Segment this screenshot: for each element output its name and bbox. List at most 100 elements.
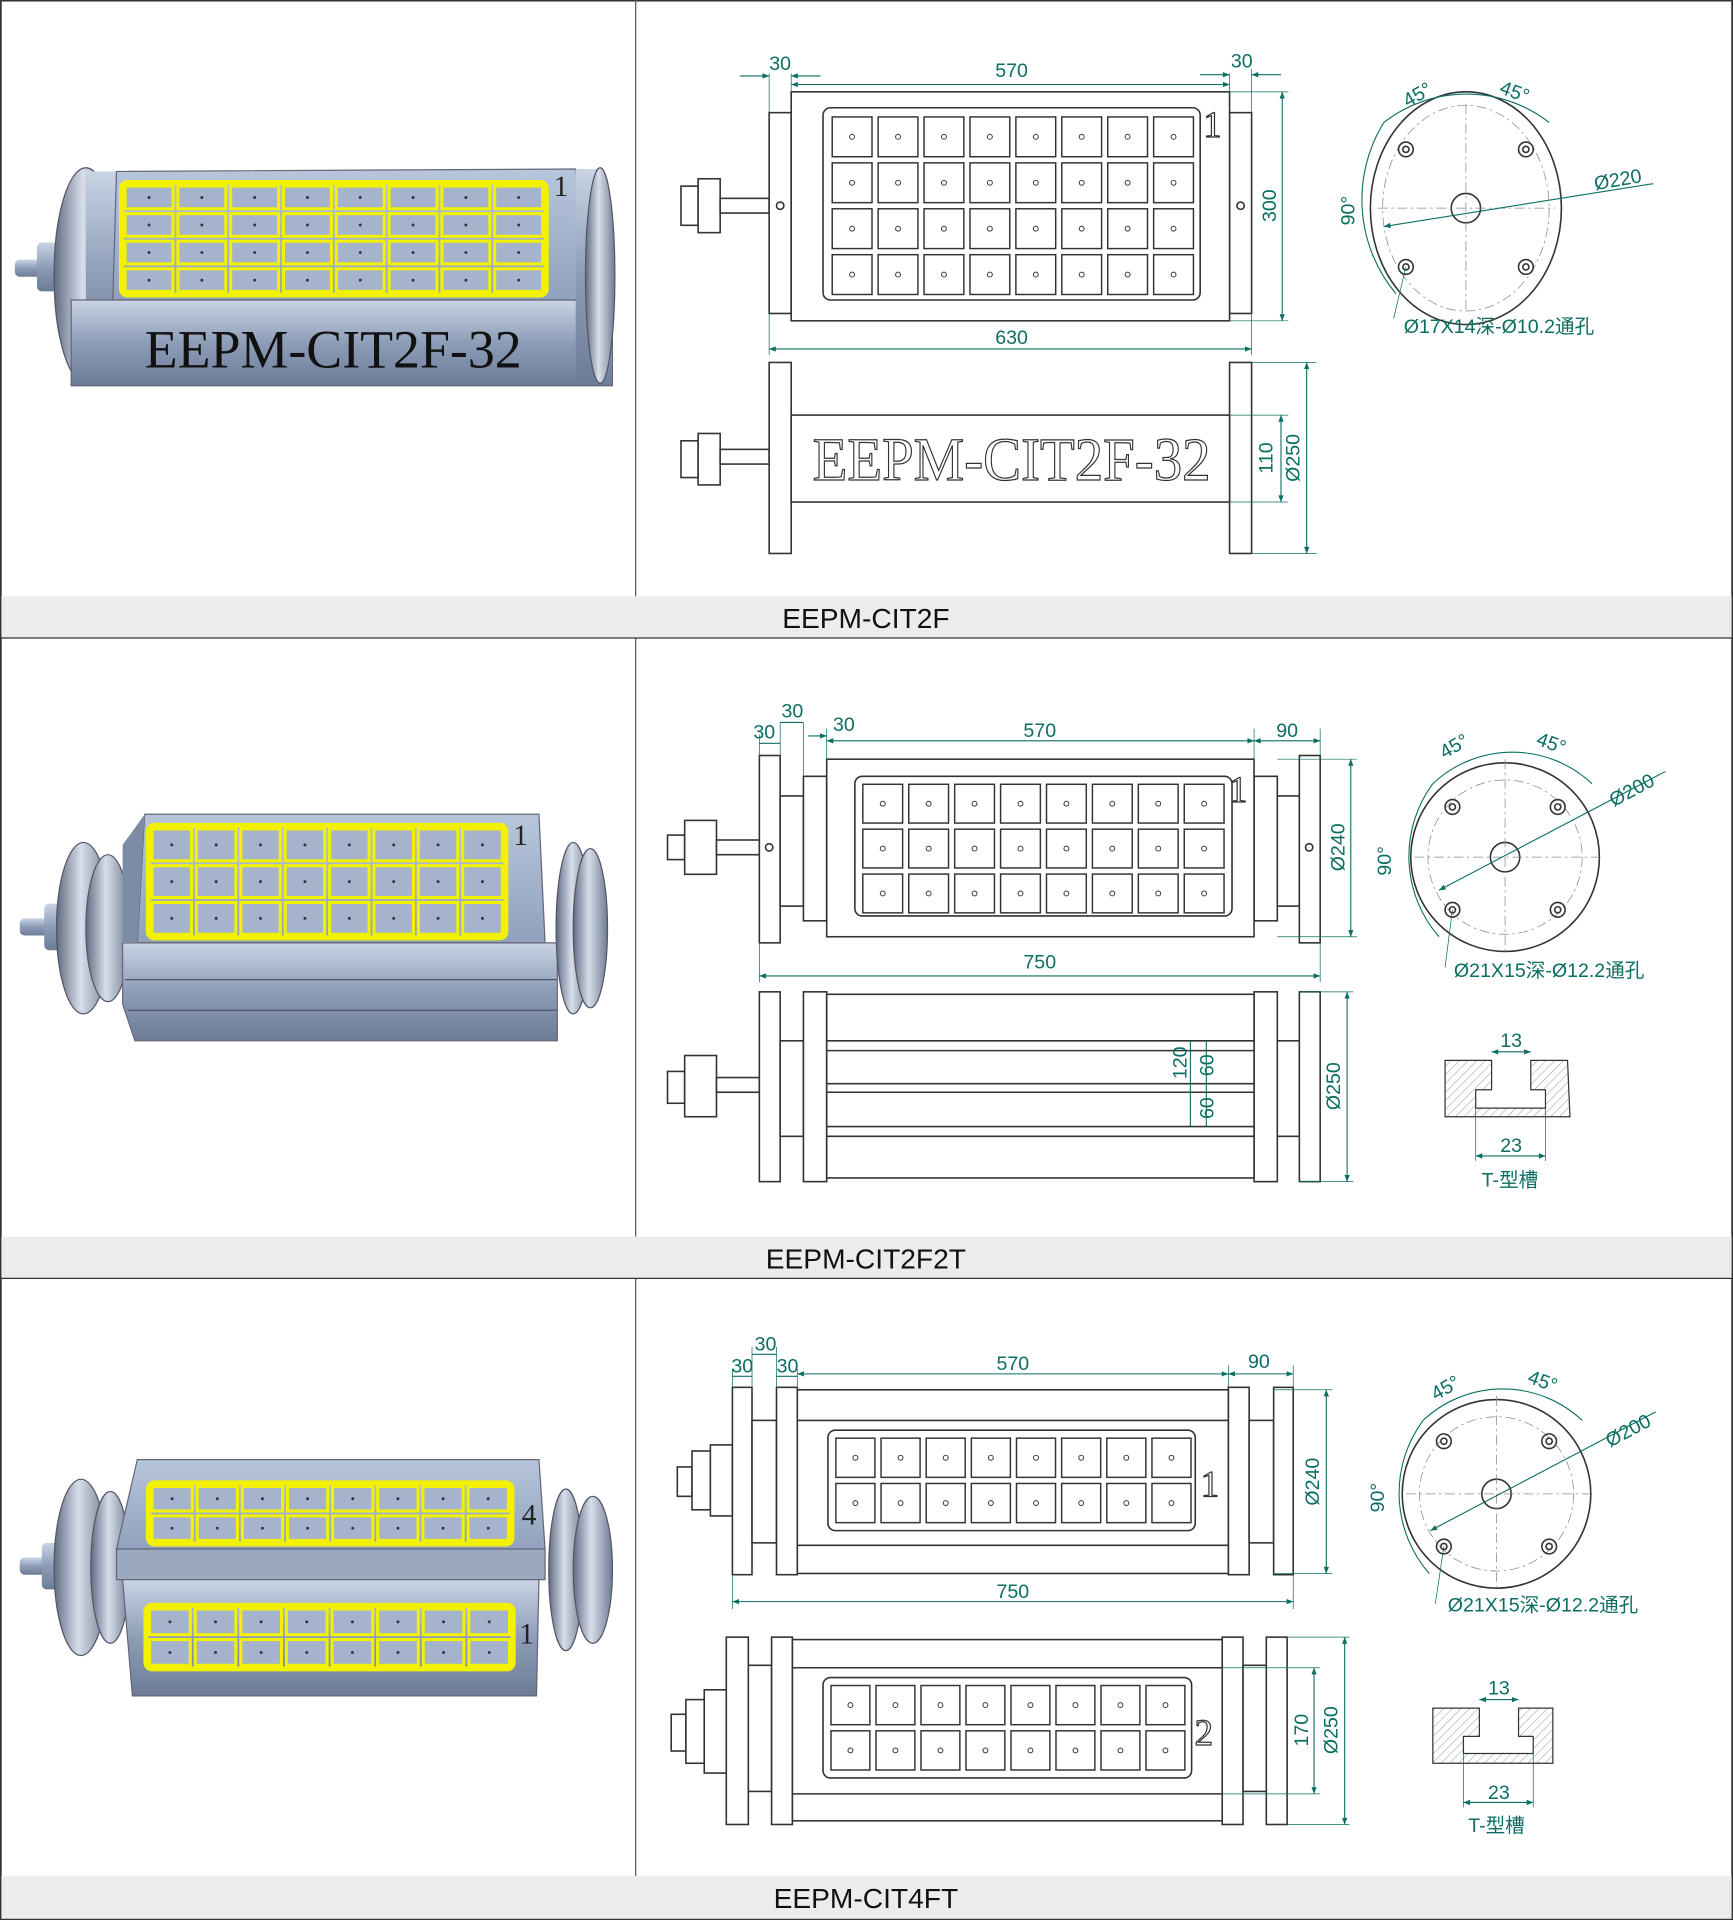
magnetic-pole: [1106, 116, 1149, 158]
engraved-model: EEPM-CIT2F-32: [145, 319, 522, 379]
pole-hole: [1027, 1747, 1034, 1754]
magnetic-pole: [285, 1514, 330, 1542]
pole-hole: [1117, 1702, 1124, 1709]
magnetic-pole: [969, 162, 1011, 204]
magnetic-pole: [830, 1684, 871, 1726]
pole-hole: [897, 1500, 904, 1506]
magnetic-pole: [1015, 1437, 1057, 1479]
pcd-diameter: Ø220: [1592, 165, 1643, 195]
magnetic-pole: [970, 1437, 1012, 1479]
pole-hole: [849, 179, 856, 186]
pole-hole: [1170, 271, 1177, 278]
pole-hole: [517, 278, 521, 282]
pole-hole: [895, 271, 901, 278]
pole-hole: [436, 916, 440, 920]
top-view-cit4ft: 1 30 30 30 570 90 Ø240 750: [676, 1334, 1333, 1609]
magnetic-pole: [835, 1482, 876, 1524]
pole-hole: [351, 1497, 355, 1501]
magnetic-pole: [1106, 1482, 1147, 1524]
pole-hole: [347, 916, 351, 920]
magnetic-pole: [466, 1485, 510, 1513]
magnetic-pole: [1152, 208, 1195, 250]
pole-hole: [1033, 1454, 1039, 1461]
magnetic-pole: [923, 162, 965, 204]
pole-hole: [517, 195, 521, 199]
t-slot-section-cit4ft: 13 23 T-型槽: [1432, 1678, 1554, 1837]
pole-hole: [396, 1526, 400, 1530]
pole-hole: [481, 843, 484, 847]
magnetic-pole: [877, 253, 919, 296]
pole-hole: [392, 880, 396, 884]
magnetic-pole: [908, 828, 950, 869]
dim-plate-inner: 30: [777, 1356, 799, 1378]
pole-hole: [347, 880, 351, 884]
dim-face-length: 570: [1023, 720, 1056, 742]
pole-hole: [892, 1702, 899, 1709]
pole-hole: [436, 880, 440, 884]
dim-plate-inner: 30: [833, 714, 855, 736]
pole-hole: [982, 1747, 989, 1754]
pole-hole: [305, 278, 309, 282]
model-caption: EEPM-CIT2F2T: [766, 1244, 966, 1275]
magnetic-pole: [1145, 1684, 1186, 1726]
model-caption: EEPM-CIT4FT: [774, 1883, 959, 1914]
magnetic-pole: [1152, 253, 1195, 296]
pole-hole: [253, 251, 257, 255]
magnetic-pole: [925, 1437, 966, 1479]
pole-hole: [259, 1650, 263, 1654]
magnetic-pole: [831, 208, 873, 250]
pole-hole: [306, 1526, 310, 1530]
side-view-cit2f2t: 120 60 60 Ø250: [666, 991, 1354, 1183]
pole-hole: [214, 1620, 217, 1624]
pole-hole: [358, 278, 362, 282]
pole-hole: [895, 225, 901, 232]
pole-hole: [1162, 1747, 1169, 1754]
pole-hole: [441, 1526, 445, 1530]
magnetic-pole: [150, 864, 194, 900]
magnetic-pole: [1137, 783, 1179, 824]
dim-face-height: 170: [1291, 1714, 1313, 1747]
face-number: 1: [1203, 104, 1221, 145]
magnetic-pole: [999, 783, 1042, 824]
pole-hole: [487, 1620, 491, 1624]
caption-band: EEPM-CIT2F: [0, 596, 1733, 639]
magnetic-pole: [875, 1730, 916, 1771]
dim-total-length: 750: [996, 1581, 1029, 1603]
pole-hole: [879, 845, 886, 852]
pole-hole: [1109, 800, 1116, 807]
pole-hole: [259, 916, 262, 920]
magnetic-pole: [1137, 828, 1179, 869]
pole-hole: [392, 916, 396, 920]
model-caption: EEPM-CIT2F: [782, 603, 949, 634]
pole-hole: [1017, 890, 1024, 897]
pole-hole: [303, 880, 307, 884]
side-view-cit2f: EEPM-CIT2F-32 110 Ø250: [680, 361, 1317, 555]
magnetic-pole: [999, 873, 1042, 914]
magnetic-pole: [953, 783, 996, 824]
magnetic-pole: [1100, 1684, 1141, 1726]
hole-spec: Ø21X15深-Ø12.2通孔: [1454, 960, 1644, 982]
pole-hole: [925, 890, 932, 897]
pole-hole: [1201, 890, 1208, 897]
magnetic-pole: [1010, 1730, 1051, 1771]
pole-hole: [200, 251, 204, 255]
pole-hole: [411, 278, 415, 282]
dim-plate-outer: 30: [731, 1356, 753, 1378]
pole-hole: [411, 223, 415, 227]
pole-hole: [396, 1497, 400, 1501]
magnetic-pole: [1015, 253, 1057, 296]
product-render-cit4ft: 4 1: [19, 1458, 614, 1697]
magnetic-pole: [1183, 783, 1225, 824]
pole-hole: [253, 195, 257, 199]
pole-hole: [200, 195, 204, 199]
pole-hole: [170, 843, 174, 847]
magnetic-pole: [908, 873, 950, 914]
magnetic-pole: [969, 253, 1011, 296]
dim-slot-top-width: 13: [1488, 1678, 1510, 1700]
magnetic-pole: [1045, 873, 1088, 914]
pole-hole: [986, 133, 993, 140]
pole-hole: [350, 1620, 354, 1624]
angle-right: 45°: [1534, 728, 1569, 759]
pole-hole: [260, 1497, 264, 1501]
magnetic-pole: [831, 162, 873, 204]
